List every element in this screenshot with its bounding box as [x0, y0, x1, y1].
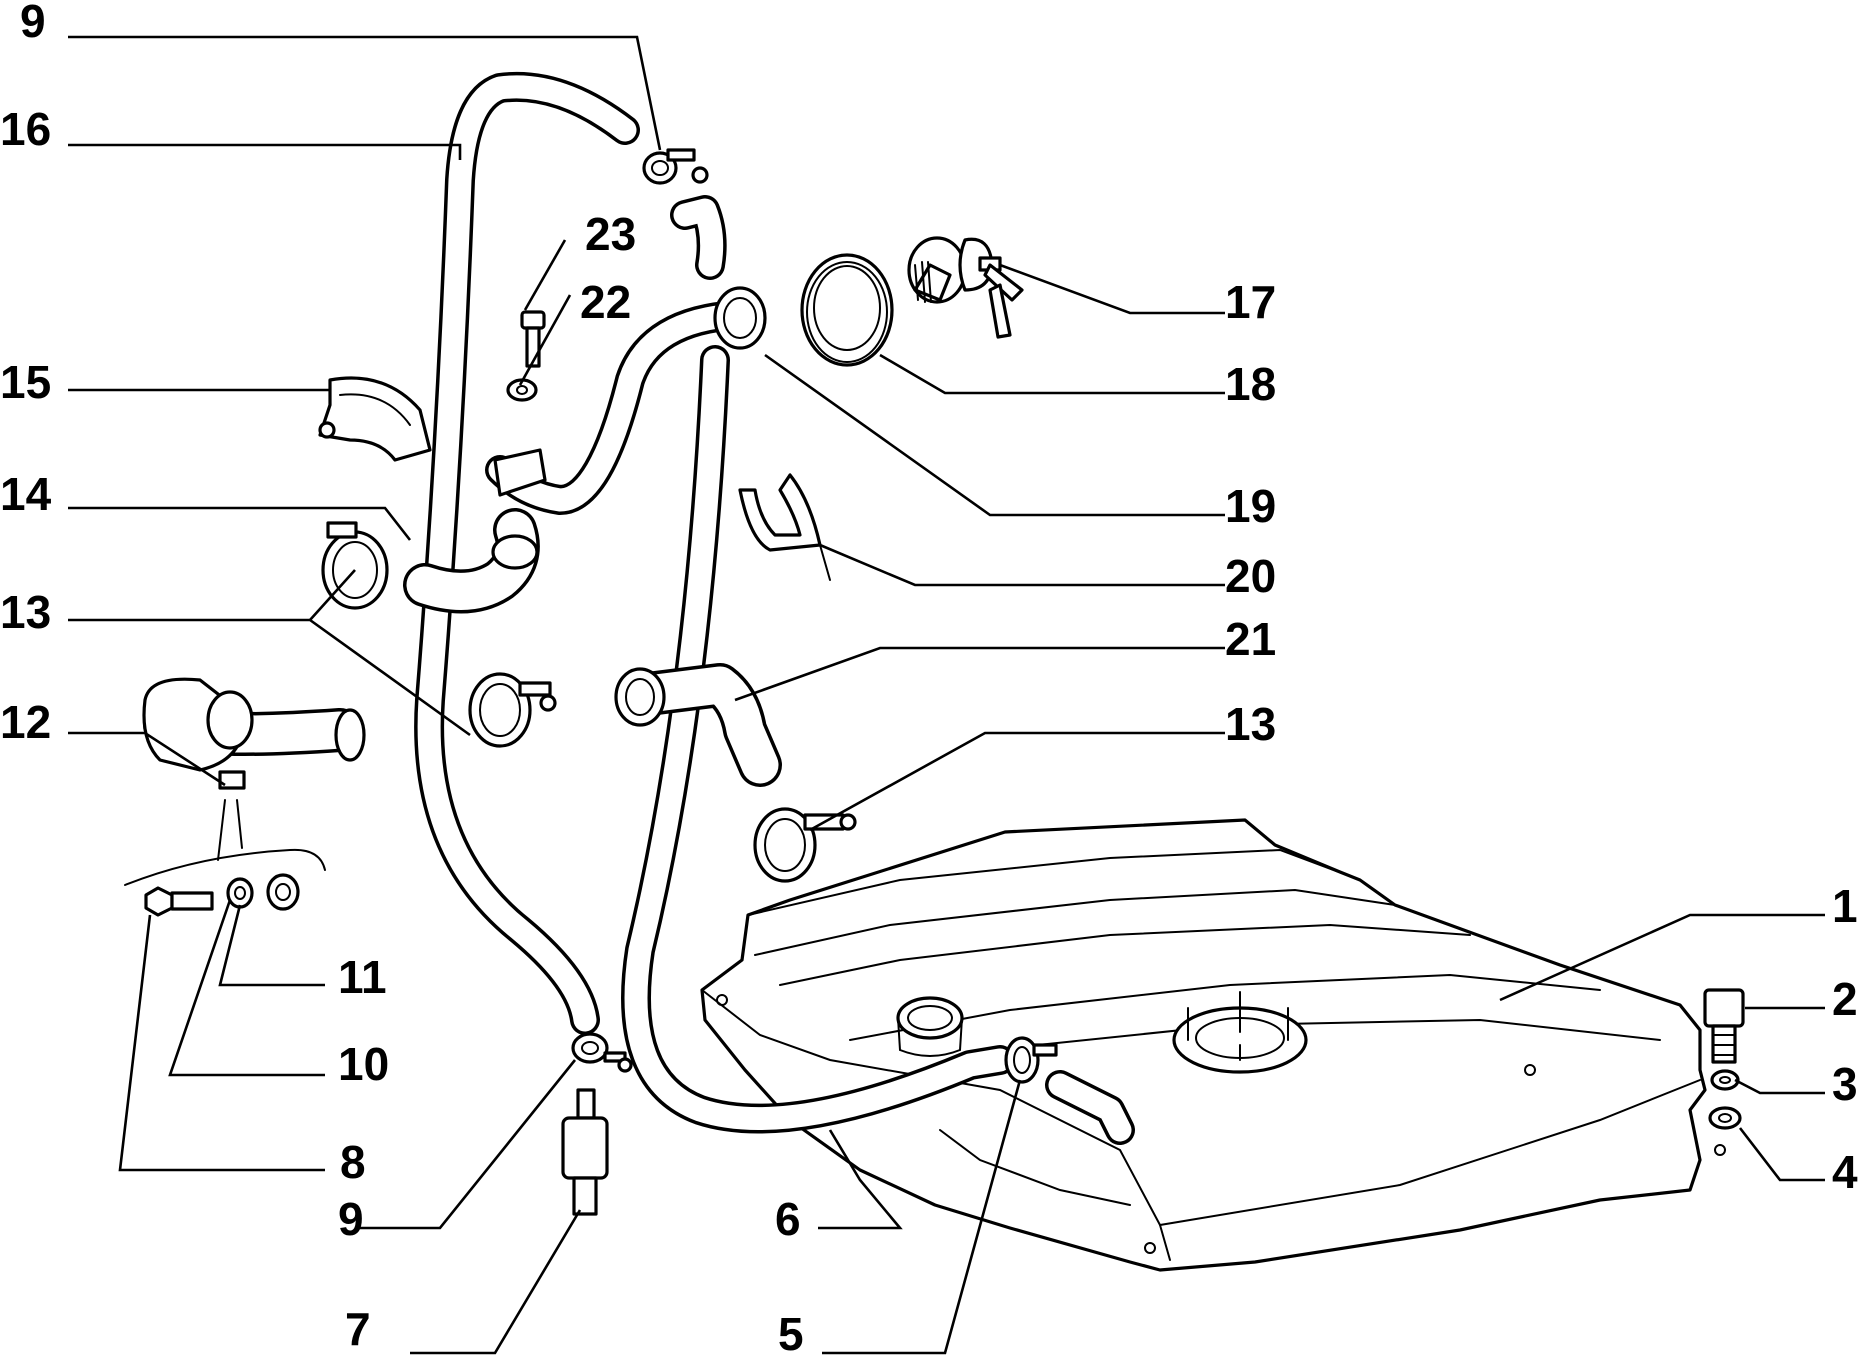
callout-5: 5	[778, 1308, 804, 1355]
callout-12: 12	[0, 696, 51, 748]
callout-6: 6	[775, 1193, 801, 1245]
callout-3: 3	[1832, 1058, 1858, 1110]
callout-19: 19	[1225, 480, 1276, 532]
callout-9-top: 9	[20, 0, 46, 47]
small-washer-part	[226, 877, 254, 909]
filler-neck-tube-part	[142, 677, 366, 790]
callout-16: 16	[0, 103, 51, 155]
filler-flange-part	[713, 286, 767, 350]
callout-21: 21	[1225, 613, 1276, 665]
hose-clamp-lower-part	[753, 807, 857, 883]
fuel-filter-part	[561, 1088, 609, 1216]
callout-13-left: 13	[0, 586, 51, 638]
callout-1: 1	[1832, 880, 1858, 932]
flat-washer-part	[1708, 1106, 1742, 1130]
callout-22: 22	[580, 276, 631, 328]
callout-13-right: 13	[1225, 698, 1276, 750]
elbow-hose-part	[403, 448, 547, 614]
callout-20: 20	[1225, 550, 1276, 602]
hose-clamp-middle-part	[468, 672, 557, 748]
callout-2: 2	[1832, 973, 1858, 1025]
hose-strap-part	[318, 376, 432, 462]
vent-hose-part	[414, 71, 640, 1035]
callout-8: 8	[340, 1136, 366, 1188]
small-clamp-bottom-part	[571, 1032, 633, 1073]
tank-hose-clamp-part	[1004, 1036, 1058, 1084]
callout-23: 23	[585, 208, 636, 260]
callout-14: 14	[0, 468, 52, 520]
mount-leader	[217, 799, 226, 861]
lock-washer-part	[1710, 1069, 1740, 1091]
hose-bracket-part	[738, 473, 831, 581]
filler-gasket-part	[800, 253, 894, 367]
callout-15: 15	[0, 356, 51, 408]
screw-part	[520, 310, 546, 368]
callout-18: 18	[1225, 358, 1276, 410]
filler-hose-part	[621, 345, 1015, 1134]
small-bolt-part	[144, 886, 214, 917]
mounting-bolt-part	[1703, 988, 1745, 1064]
callout-11: 11	[338, 951, 387, 1003]
fuel-tank-part	[700, 818, 1726, 1272]
small-clamp-top-part	[642, 148, 709, 185]
callout-17: 17	[1225, 276, 1276, 328]
callout-4: 4	[1832, 1146, 1858, 1198]
callout-9-bottom: 9	[338, 1193, 364, 1245]
callout-7: 7	[345, 1303, 371, 1355]
elbow-connector-part	[614, 663, 782, 787]
small-nut-part	[266, 873, 300, 911]
callout-10: 10	[338, 1038, 389, 1090]
mount-leader-b	[236, 799, 243, 849]
mounting-outline-part	[124, 848, 326, 886]
leader-lines	[68, 35, 1825, 1355]
vent-pipe-part	[485, 195, 753, 515]
fuel-cap-part	[907, 236, 1024, 339]
